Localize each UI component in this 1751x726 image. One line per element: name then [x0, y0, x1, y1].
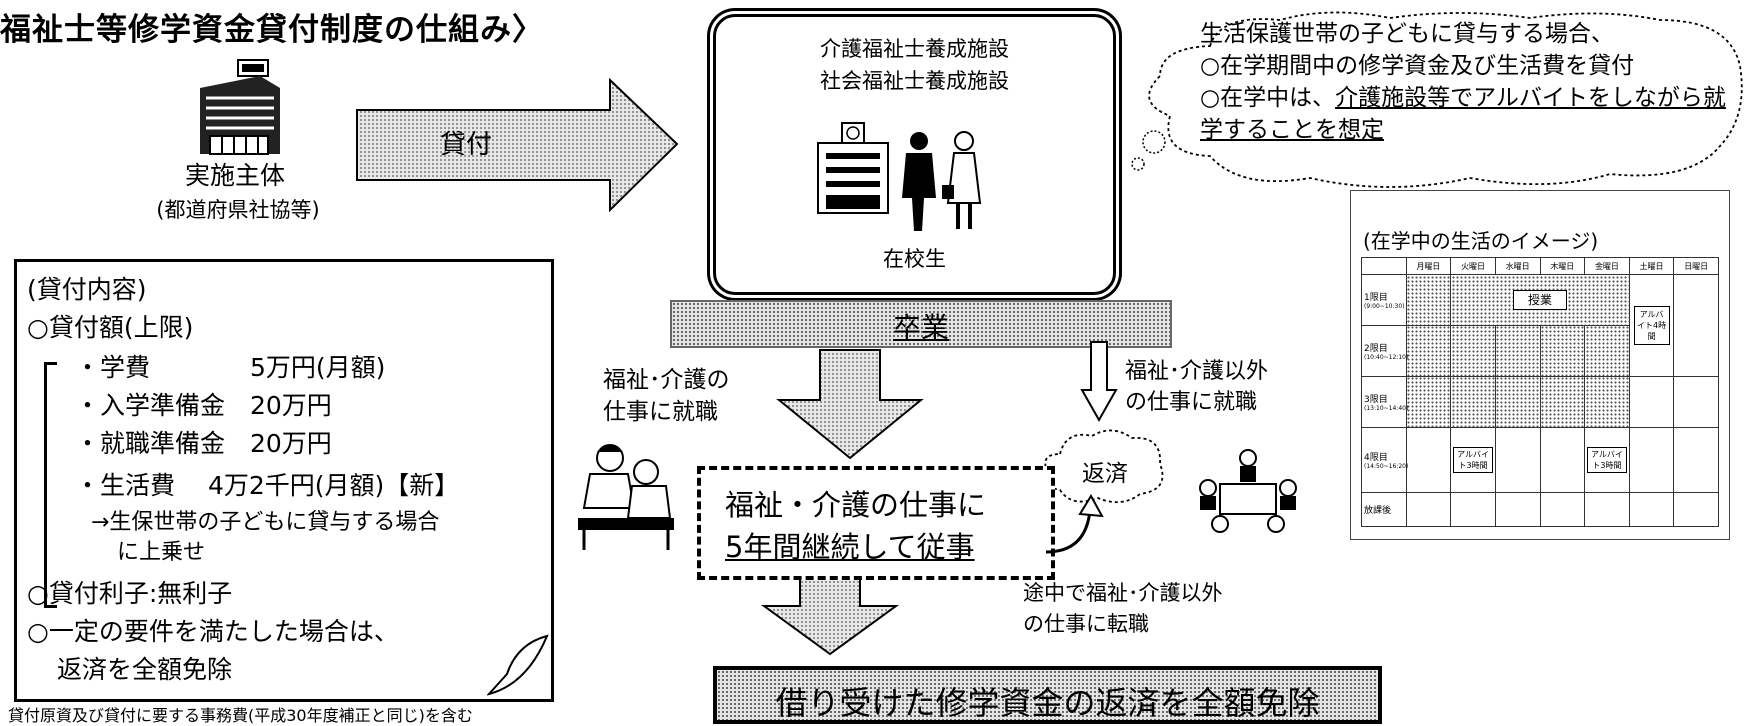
schedule-row: 4限目(14:50~16:20) アルバイト3時間 アルバイト3時間	[1361, 426, 1719, 494]
curved-arrow-to-repayment	[1045, 494, 1104, 554]
schedule-corner	[1361, 257, 1407, 275]
thought-cloud	[1131, 11, 1743, 188]
down-arrow-other	[1080, 341, 1118, 422]
students-label: 在校生	[883, 247, 946, 271]
exemption-banner: 借り受けた修学資金の返済を全額免除	[713, 666, 1382, 724]
welfare-employment-label: 福祉･介護の 仕事に就職	[603, 367, 730, 425]
schedule-day: 土曜日	[1628, 257, 1675, 275]
period-label: 放課後	[1361, 492, 1407, 527]
cloud-text: 生活保護世帯の子どもに貸与する場合、 ○在学期間中の修学資金及び生活費を貸付 ○…	[1200, 18, 1740, 146]
content-heading: (貸付内容)	[27, 275, 147, 304]
employment-fund-line: ・就職準備金 20万円	[75, 429, 332, 458]
weekday-job-block: アルバイト3時間	[1450, 426, 1496, 494]
entrance-fund-line: ・入学準備金 20万円	[75, 391, 332, 420]
schedule-header-row: 月曜日 火曜日 水曜日 木曜日 金曜日 土曜日 日曜日	[1361, 257, 1719, 275]
graduation-band: 卒業	[670, 300, 1172, 348]
schedule-table: 月曜日 火曜日 水曜日 木曜日 金曜日 土曜日 日曜日 1限目(9:00~10:…	[1361, 257, 1719, 527]
loan-arrow	[356, 78, 679, 213]
training-school-box: 介護福祉士養成施設 社会福祉士養成施設 在校生	[713, 14, 1116, 295]
graduation-label: 卒業	[892, 311, 949, 344]
other-employment-label: 福祉･介護以外 の仕事に就職	[1125, 359, 1269, 415]
period-label: 4限目(14:50~16:20)	[1361, 426, 1408, 494]
cloud-point-1: ○在学期間中の修学資金及び生活費を貸付	[1200, 53, 1635, 79]
class-block: 授業	[1450, 274, 1630, 326]
schedule-day: 月曜日	[1405, 257, 1452, 275]
amount-heading: ○貸付額(上限)	[27, 313, 194, 342]
schedule-figure: (在学中の生活のイメージ) 月曜日 火曜日 水曜日 木曜日 金曜日 土曜日 日曜…	[1350, 190, 1730, 540]
meeting-illustration	[1199, 449, 1297, 533]
schedule-day: 火曜日	[1450, 257, 1496, 275]
period-label: 3限目(13:10~14:40)	[1361, 375, 1408, 428]
cloud-point-2: ○在学中は、介護施設等でアルバイトをしながら就学することを想定	[1200, 82, 1740, 146]
amount-bracket	[44, 362, 57, 608]
exemption-line1: ○一定の要件を満たした場合は、	[27, 617, 399, 646]
interest-line: ○貸付利子:無利子	[27, 579, 233, 608]
period-label: 1限目(9:00~10:30)	[1361, 274, 1407, 326]
care-worker-school-label: 介護福祉士養成施設	[820, 37, 1009, 61]
exemption-line2: 返済を全額免除	[57, 655, 233, 684]
cloud-point-2-underlined: 介護施設等でアルバイトをしながら就学することを想定	[1200, 85, 1726, 143]
down-arrow-exempt	[760, 577, 900, 656]
schedule-day: 日曜日	[1673, 257, 1719, 275]
weekend-job-block: アルバイト4時間	[1628, 274, 1675, 377]
down-arrow-welfare	[776, 349, 924, 460]
weekday-job-block: アルバイト3時間	[1584, 426, 1630, 494]
school-students-illustration	[817, 122, 982, 231]
footnote: 貸付原資及び貸付に要する事務費(平成30年度補正と同じ)を含む	[8, 706, 473, 725]
social-worker-school-label: 社会福祉士養成施設	[820, 69, 1009, 93]
continuous-work-box: 福祉・介護の仕事に 5年間継続して従事	[697, 466, 1055, 580]
living-note-line1: →生保世帯の子どもに貸与する場合	[91, 510, 440, 535]
office-building-icon	[200, 59, 280, 155]
page-curl-icon	[487, 634, 549, 696]
schedule-row: 3限目(13:10~14:40)	[1361, 375, 1719, 428]
caregiving-illustration	[578, 444, 674, 550]
continuous-work-line2: 5年間継続して従事	[725, 530, 975, 564]
loan-content-box: (貸付内容) ○貸付額(上限) ・学費 5万円(月額) ・入学準備金 20万円 …	[14, 259, 554, 702]
funder-subtitle: (都道府県社協等)	[156, 198, 320, 222]
cloud-point-2-prefix: ○在学中は、	[1200, 85, 1336, 111]
continuous-work-line1: 福祉・介護の仕事に	[725, 488, 987, 522]
schedule-day: 金曜日	[1584, 257, 1630, 275]
cloud-heading: 生活保護世帯の子どもに貸与する場合、	[1200, 21, 1614, 47]
living-note-line2: に上乗せ	[117, 540, 206, 565]
schedule-day: 水曜日	[1494, 257, 1541, 275]
schedule-day: 木曜日	[1539, 257, 1586, 275]
midway-change-label: 途中で福祉･介護以外 の仕事に転職	[1023, 581, 1223, 636]
living-cost-line: ・生活費 4万2千円(月額)【新】	[75, 471, 460, 500]
schedule-row: 放課後	[1361, 492, 1719, 527]
schedule-row: 1限目(9:00~10:30) 授業 アルバイト4時間	[1361, 274, 1719, 377]
period-label: 2限目(10:40~12:10)	[1361, 324, 1408, 377]
tuition-line: ・学費 5万円(月額)	[75, 353, 386, 382]
page-title: 福祉士等修学資金貸付制度の仕組み〉	[0, 12, 544, 48]
exemption-banner-label: 借り受けた修学資金の返済を全額免除	[775, 684, 1320, 722]
loan-label: 貸付	[440, 130, 493, 160]
repayment-label: 返済	[1082, 461, 1128, 487]
schedule-title: (在学中の生活のイメージ)	[1363, 229, 1599, 253]
funder-label: 実施主体	[184, 161, 285, 190]
